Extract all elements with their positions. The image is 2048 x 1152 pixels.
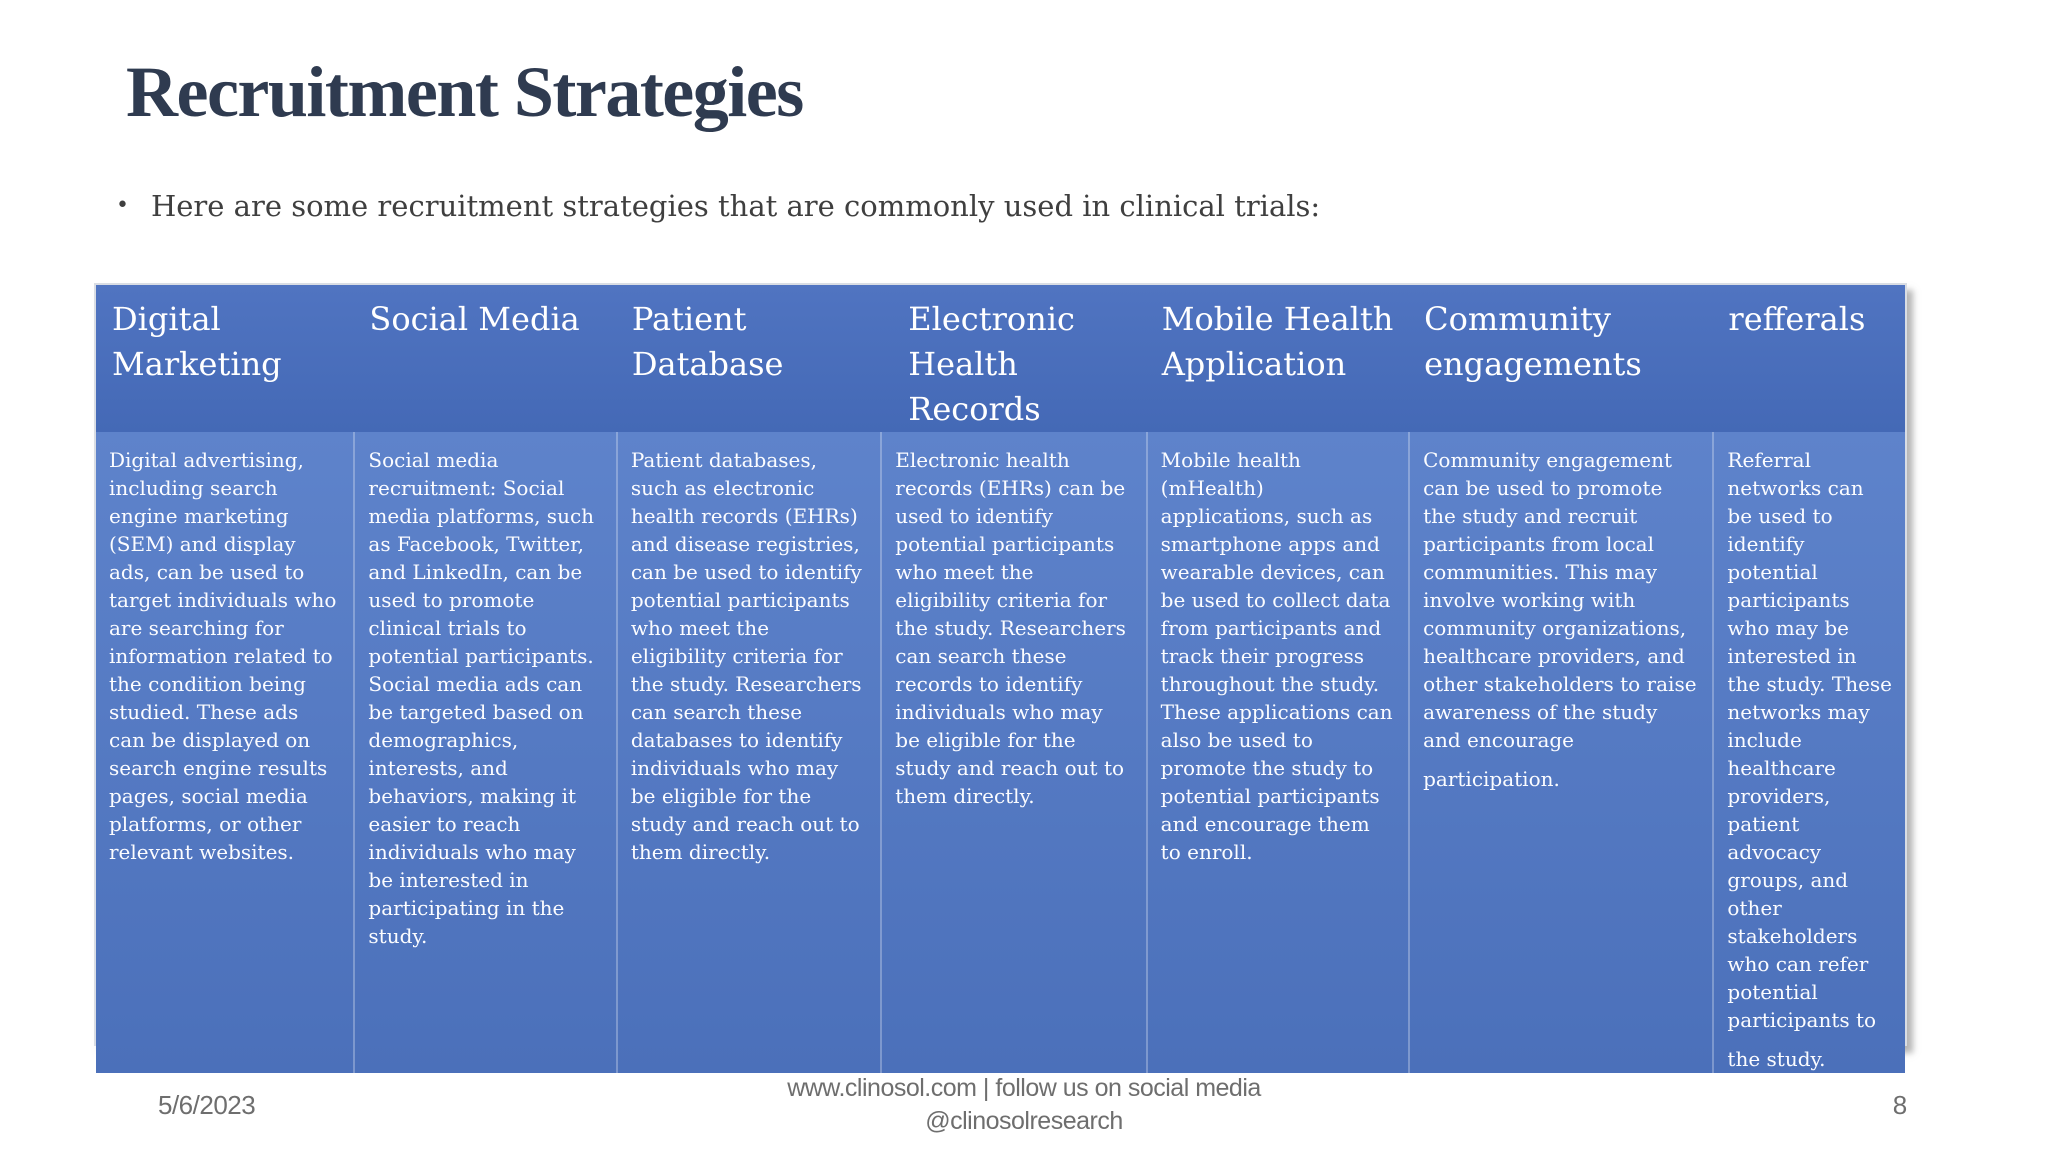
cell-text: Social media recruitment: Social media p… (368, 448, 595, 948)
footer-social-handle: @clinosolresearch (925, 1107, 1123, 1135)
cell-community-engagements: Community engagement can be used to prom… (1408, 432, 1712, 1073)
footer-date: 5/6/2023 (158, 1090, 256, 1120)
column-header-digital-marketing: Digital Marketing (112, 300, 282, 383)
cell-text: Referral networks can be used to identif… (1727, 448, 1893, 1032)
cell-text: Digital advertising, including search en… (109, 448, 337, 864)
bullet-icon: • (116, 193, 129, 218)
cell-text: Mobile health (mHealth) applications, su… (1160, 448, 1393, 864)
column-header-electronic-health-records: Electronic Health Records (908, 300, 1075, 428)
recruitment-strategies-table: Digital Marketing Social Media Patient D… (94, 283, 1907, 1073)
cell-patient-database: Patient databases, such as electronic he… (615, 432, 880, 1073)
footer-website-line: www.clinosol.com | follow us on social m… (787, 1074, 1261, 1102)
cell-digital-marketing: Digital advertising, including search en… (96, 432, 353, 1073)
cell-text-tail: participation. (1423, 767, 1560, 791)
intro-text: Here are some recruitment strategies tha… (150, 189, 1321, 223)
column-header-social-media: Social Media (369, 300, 580, 338)
page-number: 8 (1892, 1090, 1908, 1120)
cell-mobile-health-application: Mobile health (mHealth) applications, su… (1145, 432, 1408, 1073)
column-header-patient-database: Patient Database (631, 300, 784, 383)
page-title: Recruitment Strategies (126, 52, 804, 132)
column-header-community-engagements: Community engagements (1424, 300, 1642, 383)
column-header-refferals: refferals (1728, 300, 1866, 338)
cell-social-media: Social media recruitment: Social media p… (353, 432, 615, 1073)
cell-text: Community engagement can be used to prom… (1423, 448, 1697, 752)
intro-bullet: • Here are some recruitment strategies t… (116, 186, 1320, 226)
cell-electronic-health-records: Electronic health records (EHRs) can be … (880, 432, 1145, 1073)
footer-center: www.clinosol.com | follow us on social m… (0, 1072, 2048, 1138)
cell-text-tail: the study. (1727, 1047, 1826, 1071)
column-header-mobile-health-application: Mobile Health Application (1161, 300, 1394, 383)
cell-text: Electronic health records (EHRs) can be … (895, 448, 1126, 808)
cell-refferals: Referral networks can be used to identif… (1712, 432, 1905, 1073)
table-body-row: Digital advertising, including search en… (96, 432, 1905, 1073)
table-header-row: Digital Marketing Social Media Patient D… (96, 285, 1905, 432)
cell-text: Patient databases, such as electronic he… (630, 448, 862, 864)
